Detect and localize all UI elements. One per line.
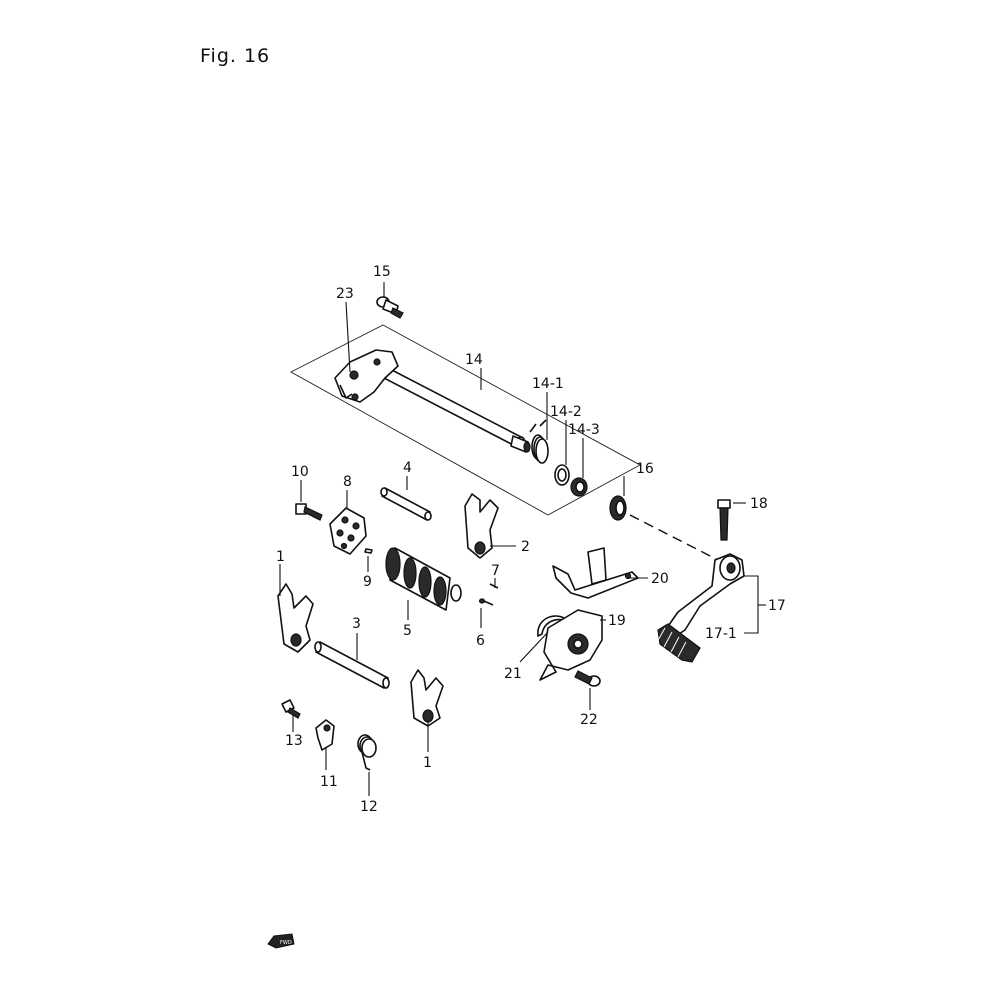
label-22: 22	[580, 712, 598, 728]
label-21: 21	[504, 666, 522, 682]
label-15: 15	[373, 264, 391, 280]
label-14-2: 14-2	[550, 404, 582, 420]
part-17-1-pedal-rubber	[656, 623, 701, 663]
label-4: 4	[403, 460, 412, 476]
label-13: 13	[285, 733, 303, 749]
part-16-oil-seal	[609, 495, 627, 521]
leader-17-bracket	[744, 575, 759, 634]
part-1-shift-fork-bottom	[410, 669, 444, 727]
label-12: 12	[360, 799, 378, 815]
leader-21	[519, 631, 549, 663]
label-5: 5	[403, 623, 412, 639]
part-4-shift-fork-shaft	[380, 487, 432, 521]
part-14-2-washer	[554, 464, 570, 486]
assembly-outline-box	[290, 324, 641, 516]
label-11: 11	[320, 774, 338, 790]
label-20: 20	[651, 571, 669, 587]
part-5-shift-drum	[385, 547, 462, 611]
part-17-gear-shift-pedal	[663, 553, 745, 641]
label-2: 2	[521, 539, 530, 555]
part-1-shift-fork-left	[277, 583, 314, 653]
part-14-3-collar	[570, 477, 588, 497]
label-14-1: 14-1	[532, 376, 564, 392]
part-13-bolt	[281, 699, 301, 719]
label-18: 18	[750, 496, 768, 512]
fwd-arrow-icon: FWD	[267, 933, 295, 949]
part-14-1-return-spring	[529, 419, 549, 464]
label-16: 16	[636, 461, 654, 477]
part-7-pin	[489, 583, 499, 589]
label-6: 6	[476, 633, 485, 649]
part-10-bolt	[295, 503, 323, 521]
label-7: 7	[491, 563, 500, 579]
label-10: 10	[291, 464, 309, 480]
part-11-stopper-arm	[315, 719, 335, 751]
label-14-3: 14-3	[568, 422, 600, 438]
label-19: 19	[608, 613, 626, 629]
part-18-bolt	[717, 499, 731, 541]
part-3-shift-fork-shaft	[314, 641, 390, 689]
part-19-stopper-plate	[539, 609, 603, 681]
label-17: 17	[768, 598, 786, 614]
fwd-label: FWD	[280, 940, 292, 946]
part-20-plate	[552, 547, 639, 599]
label-9: 9	[363, 574, 372, 590]
part-23-shift-arm	[334, 349, 399, 403]
label-17-1: 17-1	[705, 626, 737, 642]
part-6-pin	[478, 598, 494, 606]
part-22-bolt	[574, 670, 601, 687]
label-1-left: 1	[276, 549, 285, 565]
part-15-bolt	[376, 296, 404, 319]
part-9-pin	[364, 548, 373, 554]
label-23: 23	[336, 286, 354, 302]
label-1-bottom: 1	[423, 755, 432, 771]
part-12-spring	[357, 734, 377, 771]
part-2-shift-fork	[464, 493, 499, 559]
figure-title: Fig. 16	[200, 45, 271, 67]
label-3: 3	[352, 616, 361, 632]
leader-23	[345, 301, 351, 373]
label-14: 14	[465, 352, 483, 368]
part-14-gear-shift-spindle	[383, 367, 531, 453]
assembly-dashed-line	[629, 514, 723, 563]
part-8-shift-drum-star	[329, 507, 367, 555]
label-8: 8	[343, 474, 352, 490]
